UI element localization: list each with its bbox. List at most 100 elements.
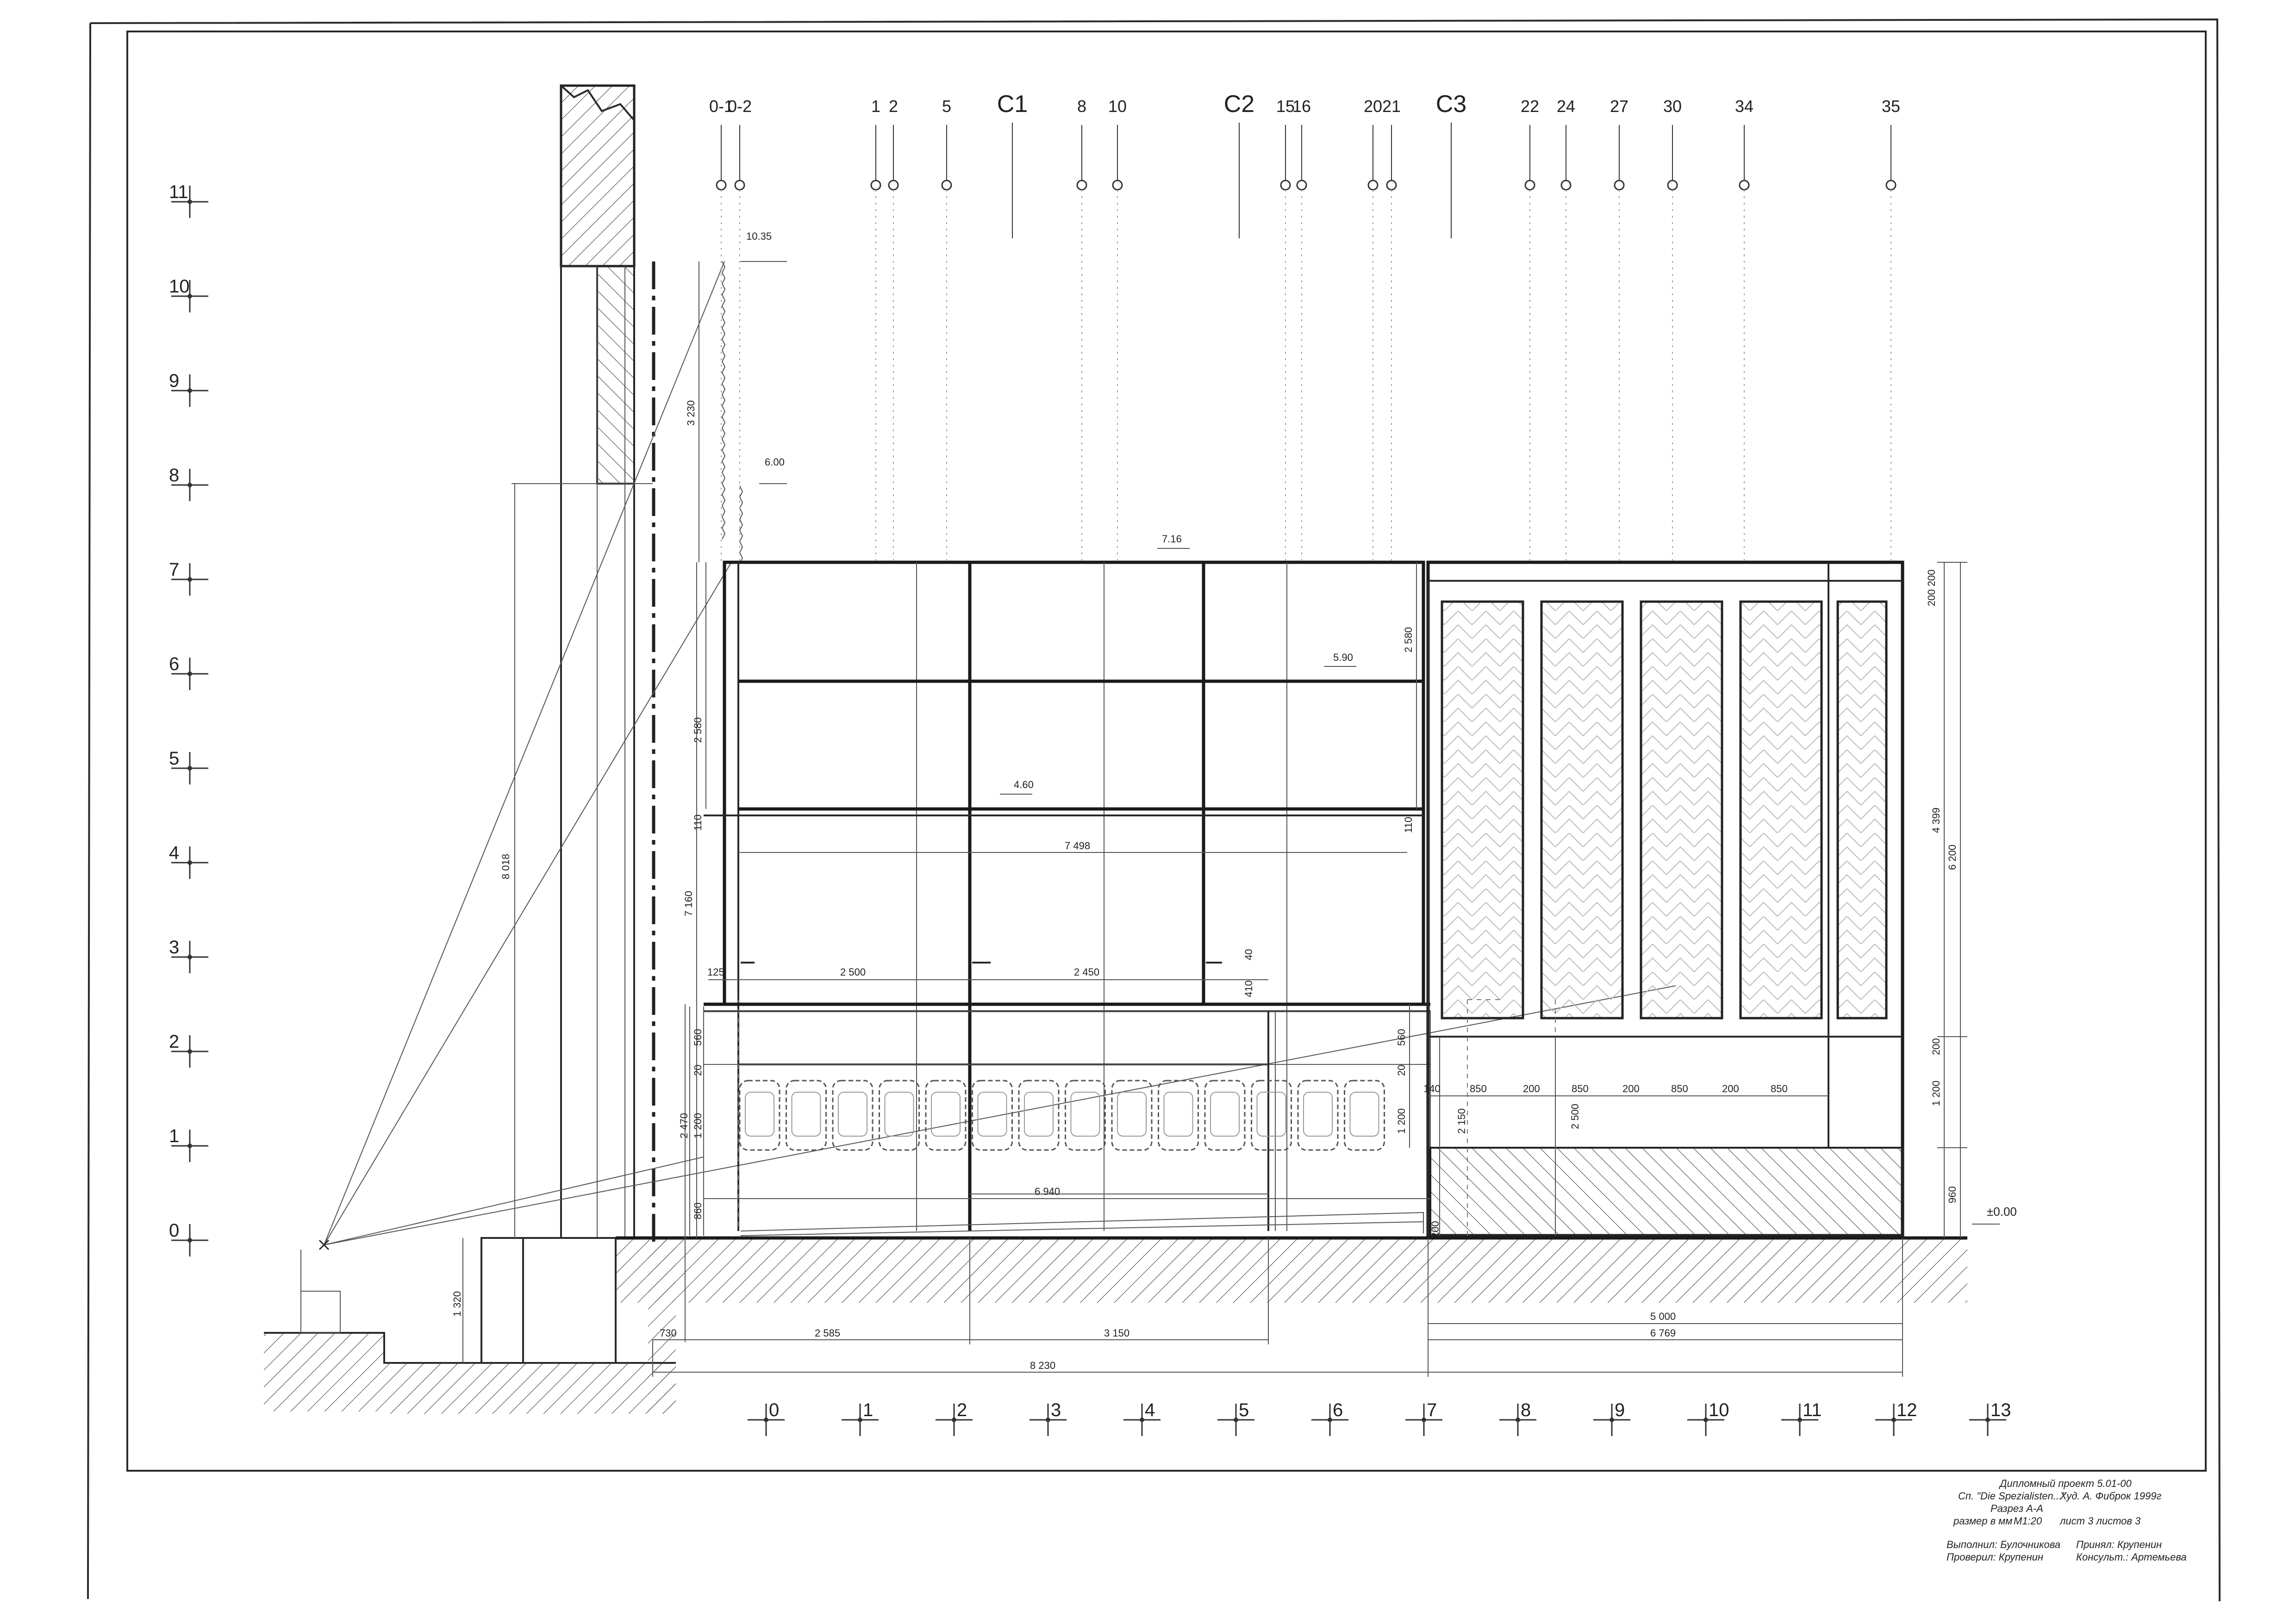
dim-2150: 2 150	[1456, 1108, 1467, 1134]
title-sheet: лист 3 листов 3	[2059, 1515, 2141, 1527]
dim-2500-vert: 2 500	[1569, 1104, 1581, 1129]
bottom-label-0: 0	[769, 1400, 779, 1420]
bottom-dot	[1516, 1418, 1520, 1422]
title-consult: Консульт.: Артемьева	[2076, 1551, 2187, 1563]
bottom-label-3: 3	[1051, 1400, 1061, 1420]
dim-200-a: 200	[1523, 1083, 1540, 1094]
bottom-label-10: 10	[1709, 1400, 1729, 1420]
title-block: Дипломный проект 5.01-00 Сп. "Die Spezia…	[1947, 1478, 2187, 1563]
dim-200-b: 200	[1622, 1083, 1640, 1094]
seat-cushion	[832, 1080, 873, 1151]
axis-label-27: 27	[1610, 97, 1628, 116]
seat-cushion-inner	[1303, 1092, 1333, 1137]
axis-label-16: 16	[1292, 97, 1311, 116]
axis-label-35: 35	[1882, 97, 1900, 116]
dim-8230: 8 230	[1030, 1360, 1055, 1371]
herringbone-panels	[1441, 600, 1888, 1020]
row-dot	[187, 1238, 192, 1243]
bottom-label-13: 13	[1990, 1400, 2011, 1420]
axis-label-15: 15	[1276, 97, 1295, 116]
seat-cushion-inner	[884, 1092, 914, 1137]
dim-1320: 1 320	[451, 1291, 463, 1317]
dim-8018: 8 018	[500, 854, 512, 879]
bottom-label-8: 8	[1521, 1400, 1531, 1420]
dim-6769: 6 769	[1650, 1327, 1676, 1339]
bottom-label-4: 4	[1145, 1400, 1155, 1420]
axis-bubble-0-1	[716, 180, 727, 191]
seat-cushion	[1344, 1080, 1385, 1151]
axis-label-2: 2	[889, 97, 898, 116]
level-5-90: 5.90	[1333, 652, 1353, 663]
seat-cushion	[1251, 1080, 1292, 1151]
drawing-frame	[126, 31, 2207, 1472]
dim-2580-left: 2 580	[692, 717, 704, 743]
axis-bubble-34	[1739, 180, 1750, 191]
bottom-dot	[1985, 1418, 1990, 1422]
seat-cushion-inner	[1349, 1092, 1379, 1137]
zigzag-panel	[721, 261, 726, 540]
row-label-11: 11	[169, 182, 188, 202]
axis-label-34: 34	[1735, 97, 1753, 116]
axis-label-20: 20	[1364, 97, 1382, 116]
title-accepted: Принял: Крупенин	[2076, 1539, 2162, 1550]
dim-3230: 3 230	[685, 400, 697, 426]
glazed-facade	[723, 560, 1425, 1006]
level-0-00: ±0.00	[1987, 1205, 2017, 1219]
row-dot	[187, 577, 192, 582]
dim-110-left: 110	[692, 815, 704, 831]
dim-4399: 4 399	[1930, 808, 1942, 833]
bottom-dot	[858, 1418, 862, 1422]
seat-cushion-inner	[1256, 1092, 1286, 1137]
axis-label-0-2: 0-2	[728, 97, 752, 116]
row-dot	[187, 766, 192, 771]
dim-40: 40	[1243, 949, 1254, 960]
bottom-dot	[1703, 1418, 1708, 1422]
dim-200-200: 200 200	[1926, 569, 1937, 606]
axis-bubble-21	[1386, 180, 1397, 191]
foundation-hatched	[1429, 1147, 1903, 1237]
axis-bubble-16	[1296, 180, 1307, 191]
title-artist: Худ. А. Фиброк 1999г	[2059, 1490, 2161, 1502]
row-label-2: 2	[169, 1032, 179, 1052]
seat-cushion-inner	[931, 1092, 961, 1137]
ramp	[740, 1212, 1424, 1233]
axis-bubble-15	[1280, 180, 1291, 191]
seat-cushion	[1018, 1080, 1060, 1151]
row-label-10: 10	[169, 276, 190, 297]
seat-cushion	[972, 1080, 1013, 1151]
row-label-1: 1	[169, 1126, 179, 1146]
foundation-pit	[480, 1237, 617, 1364]
bottom-label-1: 1	[863, 1400, 873, 1420]
section-label-C2: C2	[1224, 91, 1254, 118]
bottom-dot	[1610, 1418, 1614, 1422]
axis-bubble-10	[1112, 180, 1123, 191]
dim-960: 960	[1947, 1186, 1958, 1203]
level-4-60: 4.60	[1014, 779, 1034, 790]
row-dot	[187, 294, 192, 298]
axis-label-8: 8	[1077, 97, 1086, 116]
axis-label-1: 1	[871, 97, 880, 116]
row-label-8: 8	[169, 465, 179, 485]
dim-560-left: 560	[692, 1029, 704, 1046]
dim-20-right: 20	[1396, 1065, 1407, 1076]
row-label-5: 5	[169, 748, 179, 769]
axis-bubble-27	[1614, 180, 1625, 191]
row-dot	[187, 199, 192, 204]
title-project: Дипломный проект 5.01-00	[1998, 1478, 2132, 1489]
seat-cushion	[925, 1080, 967, 1151]
bottom-dot	[1046, 1418, 1050, 1422]
dim-200-c: 200	[1722, 1083, 1739, 1094]
row-dot	[187, 955, 192, 959]
row-dot	[187, 860, 192, 865]
axis-bubble-20	[1367, 180, 1379, 191]
dim-1200-right: 1 200	[1930, 1081, 1942, 1106]
axis-bubble-0-2	[734, 180, 745, 191]
dim-2500: 2 500	[840, 966, 866, 978]
axis-bubble-8	[1076, 180, 1087, 191]
level-6-00: 6.00	[765, 456, 785, 468]
axis-label-0-1: 0-1	[709, 97, 733, 116]
bottom-dot	[1140, 1418, 1144, 1422]
